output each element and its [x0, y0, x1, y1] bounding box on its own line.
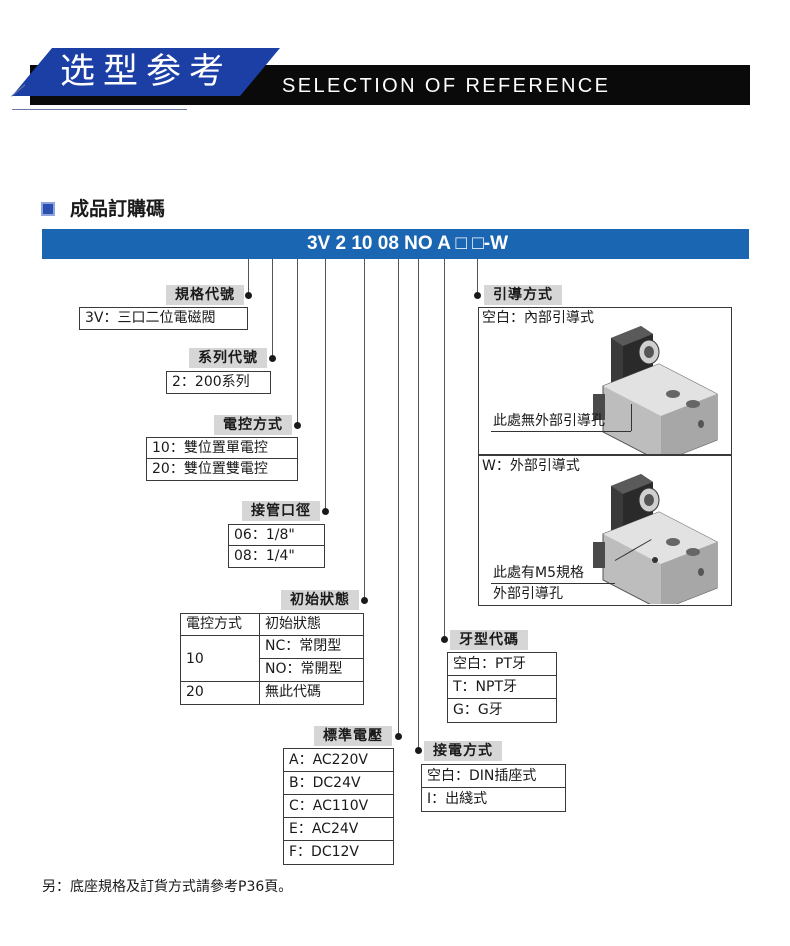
- voltage-option: C：AC110V: [284, 795, 393, 818]
- spec-box: 3V：三口二位電磁閥: [79, 307, 248, 330]
- model-code: 3V 2 10 08 NO A □ □-W: [306, 233, 509, 254]
- table-header: 電控方式: [186, 616, 242, 632]
- series-box: 2：200系列: [166, 371, 271, 394]
- connector-initial: [364, 259, 365, 601]
- thread-label: 牙型代碼: [450, 630, 528, 650]
- external-pilot-box: W：外部引導式 此處有M5規格 外部引導孔: [478, 455, 732, 606]
- table-cell: 無此代碼: [265, 684, 321, 700]
- internal-pilot-title: 空白：內部引導式: [482, 310, 594, 326]
- connector-dot: [269, 355, 276, 362]
- initial-state-table: 電控方式 初始狀態 10 NC：常閉型 NO：常開型 20 無此代碼: [180, 613, 364, 705]
- connector-dot: [322, 508, 329, 515]
- spec-option: 3V：三口二位電磁閥: [85, 310, 216, 326]
- wiring-option: I：出綫式: [427, 791, 488, 807]
- external-pilot-title: W：外部引導式: [482, 458, 580, 474]
- port-label: 接管口徑: [242, 501, 320, 521]
- series-option: 2：200系列: [172, 374, 250, 390]
- square-bullet-icon: [41, 202, 55, 216]
- section-title: 成品訂購碼: [70, 198, 166, 220]
- voltage-option: E：AC24V: [284, 818, 393, 841]
- internal-pilot-note: 此處無外部引導孔: [493, 413, 605, 429]
- external-note-underline: [491, 583, 615, 584]
- thread-box: 空白：PT牙 T：NPT牙 G：G牙: [447, 652, 557, 723]
- control-option: 20：雙位置雙電控: [152, 461, 268, 477]
- connector-dot: [361, 597, 368, 604]
- port-box: 06：1/8" 08：1/4": [228, 524, 325, 568]
- connector-dot: [441, 636, 448, 643]
- header-underline: [12, 109, 187, 110]
- table-header: 初始狀態: [265, 616, 321, 632]
- internal-pilot-box: 空白：內部引導式 此處無外部引導孔: [478, 307, 732, 455]
- model-code-bar: [42, 229, 749, 259]
- voltage-option: B：DC24V: [284, 772, 393, 795]
- solenoid-valve-illustration: [593, 326, 718, 454]
- connector-wiring: [418, 259, 419, 751]
- table-cell: NC：常閉型: [265, 638, 342, 654]
- header-title-en: SELECTION OF REFERENCE: [282, 75, 611, 97]
- control-option: 10：雙位置單電控: [147, 438, 297, 459]
- external-pilot-note-1: 此處有M5規格: [493, 565, 584, 581]
- control-box: 10：雙位置單電控 20：雙位置雙電控: [146, 437, 298, 481]
- voltage-option: A：AC220V: [284, 749, 393, 772]
- connector-dot: [474, 292, 481, 299]
- voltage-box: A：AC220V B：DC24V C：AC110V E：AC24V F：DC12…: [283, 748, 394, 865]
- table-cell: 10: [186, 651, 204, 667]
- port-option: 06：1/8": [229, 525, 324, 546]
- internal-note-underline: [491, 431, 631, 432]
- connector-voltage: [398, 259, 399, 737]
- initial-label: 初始狀態: [281, 590, 359, 610]
- thread-option: 空白：PT牙: [448, 653, 556, 676]
- connector-control: [297, 259, 298, 426]
- thread-option: G：G牙: [453, 702, 503, 718]
- connector-spec: [248, 259, 249, 296]
- internal-note-leader: [631, 404, 632, 431]
- control-label: 電控方式: [214, 415, 292, 435]
- voltage-label: 標準電壓: [314, 726, 392, 746]
- connector-series: [272, 259, 273, 359]
- table-cell: 20: [186, 684, 204, 700]
- port-option: 08：1/4": [234, 548, 295, 564]
- spec-label: 規格代號: [166, 285, 244, 305]
- wiring-label: 接電方式: [424, 741, 502, 761]
- wiring-option: 空白：DIN插座式: [422, 765, 565, 788]
- connector-dot: [245, 292, 252, 299]
- thread-option: T：NPT牙: [448, 676, 556, 699]
- connector-port: [325, 259, 326, 512]
- header-title-cn: 选型参考: [60, 52, 233, 92]
- wiring-box: 空白：DIN插座式 I：出綫式: [421, 764, 566, 812]
- voltage-option: F：DC12V: [289, 844, 359, 860]
- series-label: 系列代號: [189, 348, 267, 368]
- connector-dot: [395, 733, 402, 740]
- connector-pilot: [477, 259, 478, 296]
- connector-thread: [444, 259, 445, 639]
- connector-dot: [415, 747, 422, 754]
- solenoid-valve-illustration: [593, 474, 718, 604]
- header-title-panel: [12, 48, 280, 96]
- footnote: 另：底座規格及訂貨方式請參考P36頁。: [42, 879, 293, 895]
- pilot-label: 引導方式: [484, 285, 562, 305]
- table-cell: NO：常開型: [265, 661, 343, 677]
- connector-dot: [294, 422, 301, 429]
- external-pilot-note-2: 外部引導孔: [493, 586, 563, 602]
